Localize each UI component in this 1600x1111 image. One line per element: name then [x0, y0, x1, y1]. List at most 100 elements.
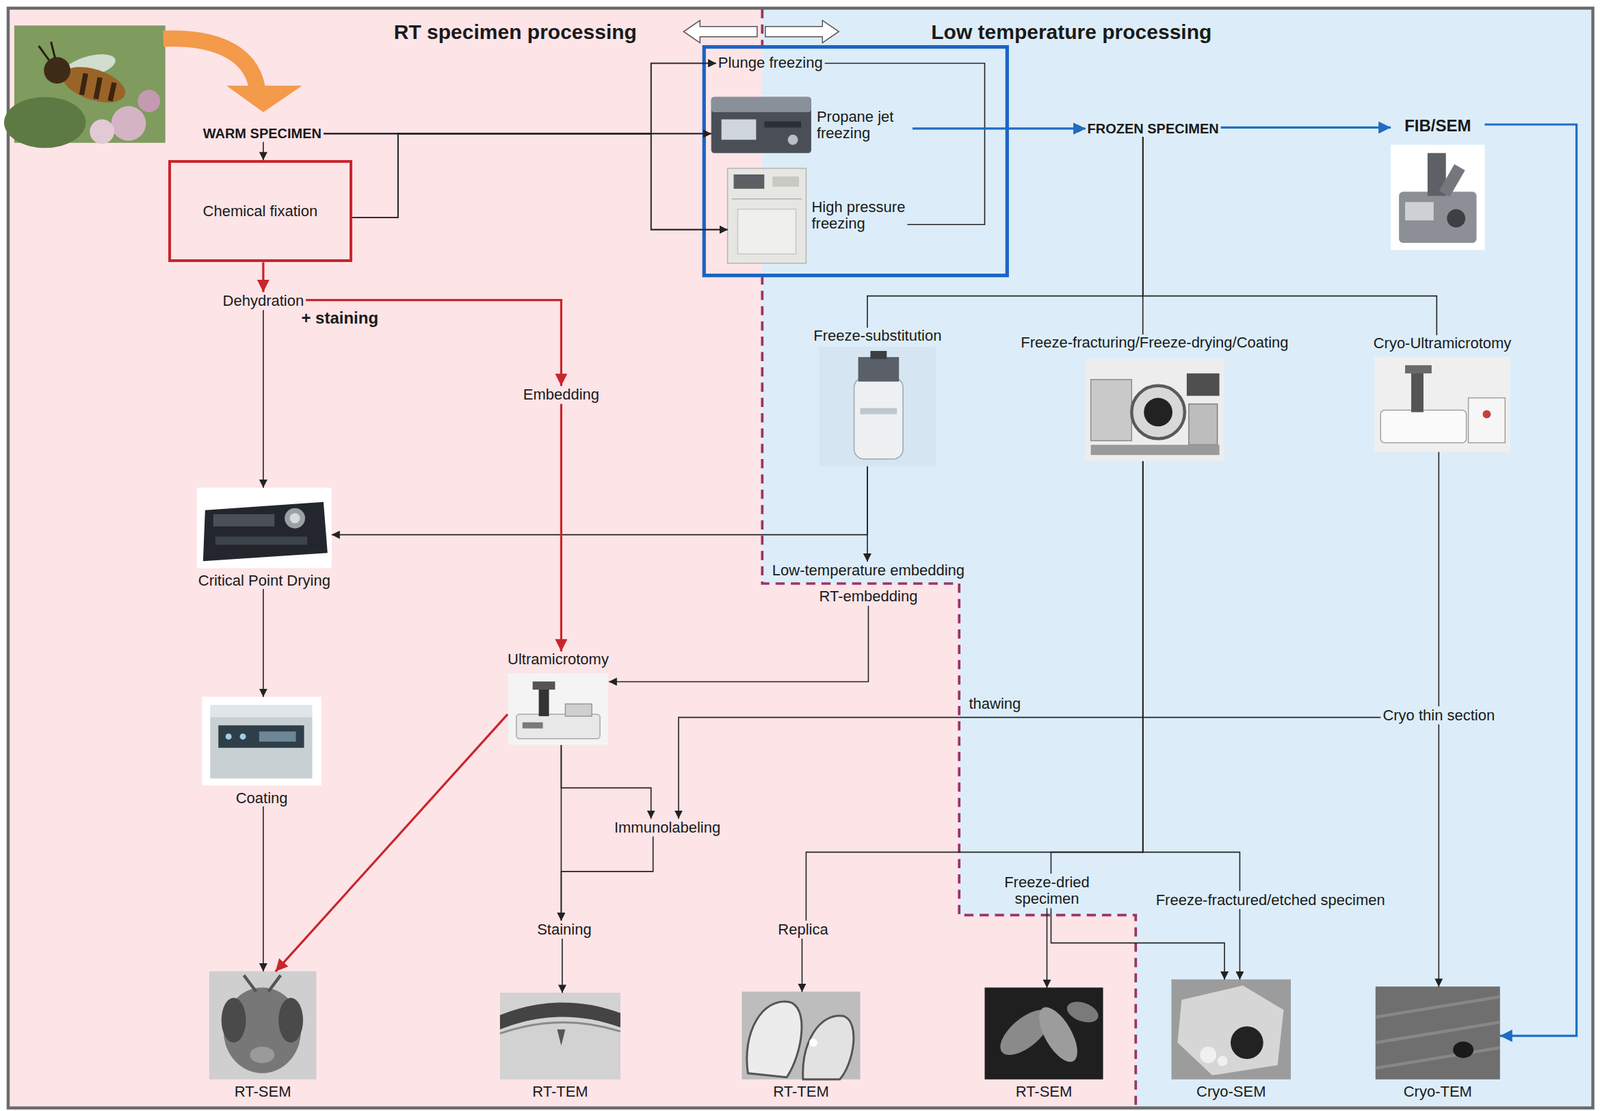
connector	[867, 136, 1144, 328]
region-boundary	[762, 275, 1136, 1107]
connector	[323, 62, 717, 134]
node-text: Freeze-fractured/etched specimen	[1156, 892, 1386, 909]
outer-frame	[8, 8, 1594, 1109]
node-text: Embedding	[523, 386, 600, 403]
instrument-node: Ultramicrotomy	[507, 651, 609, 745]
step-label: Cryo thin section	[1380, 706, 1497, 725]
freeze-fracture-unit	[1131, 385, 1185, 440]
node-text: FIB/SEM	[1404, 116, 1471, 135]
critical-point-dryer	[284, 508, 306, 529]
cryo-ultramicrotome	[1380, 409, 1466, 443]
cryo-ultramicrotome	[1405, 365, 1432, 374]
state-label: FROZEN SPECIMEN	[1085, 120, 1222, 137]
direction-arrow	[765, 20, 839, 44]
cryo-ultramicrotome	[1411, 367, 1424, 413]
section-heading: RT specimen processing	[394, 20, 637, 44]
connector	[1143, 461, 1241, 891]
instrument-node: Critical Point Drying	[197, 487, 332, 589]
cryo-ultramicrotome	[1374, 357, 1510, 453]
freeze-substitution-unit	[870, 350, 887, 360]
image-area	[1171, 979, 1291, 1080]
connector	[352, 62, 717, 217]
node-text: Cryo-TEM	[1403, 1083, 1473, 1100]
connector	[1221, 126, 1391, 129]
replica-micrograph	[746, 1001, 802, 1078]
connector	[560, 744, 651, 819]
rt-sem-micrograph	[984, 987, 1103, 1080]
node-text: Freeze-fracturing/Freeze-drying/Coating	[1020, 334, 1289, 351]
connector	[1050, 461, 1143, 874]
image-area	[1374, 357, 1510, 453]
node-text: Coating	[235, 790, 288, 807]
step-label: Staining	[534, 920, 594, 939]
fib-sem-instrument	[1446, 209, 1466, 228]
freeze-fracture-unit	[1084, 359, 1225, 462]
cryo-tem-micrograph	[1452, 1041, 1474, 1059]
node-text: Replica	[777, 921, 828, 938]
image-area	[1375, 986, 1501, 1080]
connector	[262, 806, 265, 972]
node-text: RT-TEM	[772, 1083, 829, 1100]
sputter-coater	[218, 725, 304, 748]
connector	[1239, 909, 1241, 980]
propane-jet-freezer	[711, 97, 812, 113]
method-label: Plunge freezing	[716, 54, 825, 72]
node-text: Immunolabeling	[614, 819, 721, 836]
connector	[1143, 136, 1438, 336]
critical-point-dryer	[197, 487, 332, 569]
direction-arrow	[683, 20, 757, 44]
cryo-ultramicrotome	[1374, 357, 1510, 453]
high-pressure-freezer	[738, 209, 797, 255]
instrument-node: Freeze-fracturing/Freeze-drying/Coating	[1020, 334, 1289, 462]
highlight-frame	[703, 47, 1007, 276]
result-image: Cryo-SEM	[1171, 979, 1291, 1100]
region-boundary	[760, 8, 764, 47]
node-text: Cryo-Ultramicrotomy	[1373, 335, 1512, 352]
connector	[805, 461, 1143, 921]
start-label: WARM SPECIMEN	[201, 125, 324, 142]
high-pressure-freezer	[772, 176, 799, 187]
image-area	[209, 971, 317, 1080]
image-area	[727, 168, 807, 264]
connector	[323, 133, 728, 230]
cryo-sem-micrograph	[1177, 985, 1284, 1076]
high-pressure-freezer	[727, 168, 807, 264]
fib-sem-instrument	[1439, 164, 1466, 198]
image-area	[819, 346, 936, 467]
replica-micrograph	[741, 991, 860, 1080]
connector	[352, 133, 712, 217]
rt-sem-micrograph	[984, 987, 1103, 1080]
connector	[912, 127, 1086, 130]
cryo-ultramicrotome	[1482, 409, 1491, 418]
bee-photo	[81, 73, 115, 101]
rt-tem-micrograph	[500, 1002, 621, 1030]
freeze-substitution-unit	[860, 408, 898, 415]
rt-sem-micrograph	[209, 971, 317, 1080]
image-area	[1390, 145, 1485, 251]
freeze-fracture-unit	[1188, 404, 1218, 446]
sputter-coater	[225, 733, 232, 740]
instrument-node: High pressure freezing	[727, 168, 908, 264]
connector	[262, 588, 265, 698]
node-text: RT-embedding	[818, 588, 918, 605]
process-arrow	[163, 38, 258, 88]
critical-point-dryer	[215, 536, 308, 545]
edge-label: thawing	[966, 695, 1023, 713]
critical-point-dryer	[203, 502, 328, 561]
replica-micrograph	[741, 991, 860, 1080]
ultramicrotome	[532, 681, 556, 690]
node-text: Low-temperature embedding	[772, 562, 965, 579]
fib-sem-instrument	[1405, 201, 1434, 221]
node-text: Dehydration	[223, 292, 305, 310]
freeze-fracture-unit	[1091, 379, 1133, 441]
connector	[801, 938, 804, 992]
rt-sem-micrograph	[209, 971, 317, 1080]
sputter-coater	[201, 697, 322, 786]
connector	[1438, 724, 1440, 988]
process-arrow	[163, 38, 303, 113]
connector	[331, 466, 868, 535]
step-label: Replica	[775, 920, 830, 939]
high-pressure-freezer	[731, 198, 803, 200]
node-text: Ultramicrotomy	[507, 651, 609, 668]
